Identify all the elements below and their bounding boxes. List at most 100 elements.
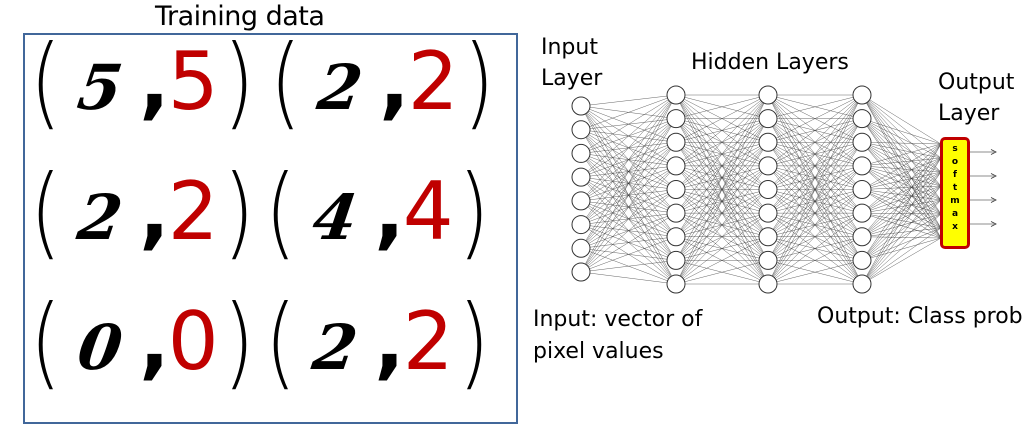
connection: [767, 165, 863, 285]
input-node: [571, 120, 591, 140]
connection-to-softmax: [861, 94, 942, 173]
output-caption: Output: Class prob: [817, 304, 1023, 329]
hidden-node: [852, 109, 872, 129]
connection: [675, 94, 769, 261]
connection-to-softmax: [861, 185, 942, 285]
connection: [767, 94, 863, 119]
connection: [675, 94, 769, 214]
open-paren: (: [265, 153, 297, 270]
connection-to-softmax: [861, 227, 942, 285]
connection: [767, 260, 863, 285]
training-pair: (2,2): [265, 291, 489, 391]
close-paren: ): [458, 283, 490, 400]
connection-to-softmax: [861, 142, 942, 173]
connection: [767, 94, 863, 214]
input-layer-label-line2: Layer: [541, 66, 603, 91]
output-layer-label-line1: Output: [938, 70, 1015, 95]
softmax-letter: s: [952, 144, 958, 154]
connection: [675, 212, 769, 285]
close-paren: ): [223, 153, 255, 270]
connection-to-softmax: [861, 157, 942, 237]
connection-to-softmax: [861, 142, 942, 145]
connection: [580, 94, 677, 249]
input-node: [571, 167, 591, 187]
connection-to-softmax: [861, 213, 942, 285]
digit-label: 5: [167, 35, 219, 128]
connection: [580, 94, 677, 178]
input-node: [571, 143, 591, 163]
connection: [767, 94, 863, 285]
connection-to-softmax: [861, 199, 942, 237]
input-caption-line2: pixel values: [533, 339, 664, 364]
connection: [580, 142, 677, 273]
softmax-letter: m: [950, 196, 960, 206]
connection-to-softmax: [861, 143, 942, 190]
softmax-letter: t: [952, 183, 958, 193]
connection: [580, 94, 677, 154]
hidden-node: [758, 109, 778, 129]
arrow-head-icon: [990, 197, 997, 203]
training-pair: (5,5): [30, 31, 254, 131]
hidden-node: [666, 250, 686, 270]
connection-to-softmax: [861, 143, 942, 214]
connection: [675, 94, 769, 143]
hidden-node: [758, 250, 778, 270]
connection: [675, 94, 769, 190]
connection-to-softmax: [861, 227, 942, 261]
connection: [767, 94, 863, 167]
connection-to-softmax: [861, 171, 942, 261]
connection: [675, 165, 769, 285]
connection-to-softmax: [861, 142, 942, 159]
input-node: [571, 238, 591, 258]
hidden-node: [852, 250, 872, 270]
connection: [580, 94, 677, 225]
open-paren: (: [30, 283, 62, 400]
connection: [675, 189, 769, 285]
training-pair: (2,2): [30, 161, 254, 261]
connection: [580, 94, 677, 130]
connection-to-softmax: [861, 185, 942, 237]
connection: [675, 236, 769, 285]
connection-to-softmax: [861, 171, 942, 190]
connection: [675, 94, 769, 119]
connection-to-softmax: [861, 157, 942, 285]
hidden-node: [666, 85, 686, 105]
training-pair: (2,2): [270, 31, 494, 131]
connection-to-softmax: [861, 143, 942, 167]
hidden-node: [852, 203, 872, 223]
connection: [580, 236, 677, 273]
connection-to-softmax: [861, 143, 942, 285]
training-pair: (4,4): [265, 161, 489, 261]
training-data-title: Training data: [155, 1, 325, 32]
hidden-layers-label: Hidden Layers: [691, 50, 849, 75]
input-node: [571, 191, 591, 211]
input-node: [571, 96, 591, 116]
hidden-node: [852, 227, 872, 247]
softmax-letter: f: [953, 170, 957, 180]
hidden-node: [666, 203, 686, 223]
close-paren: ): [223, 283, 255, 400]
connection: [675, 94, 769, 167]
connection: [767, 94, 863, 190]
arrow-head-icon: [990, 221, 997, 227]
input-node: [571, 215, 591, 235]
arrow-head-icon: [990, 149, 997, 155]
hidden-node: [758, 156, 778, 176]
connection-to-softmax: [861, 143, 942, 237]
hidden-node: [852, 85, 872, 105]
digit-label: 2: [167, 165, 219, 258]
connection-to-softmax: [861, 213, 942, 261]
open-paren: (: [270, 23, 302, 140]
hidden-node: [666, 227, 686, 247]
connection: [580, 94, 677, 107]
input-layer-label-line1: Input: [541, 35, 598, 60]
connection-to-softmax: [861, 157, 942, 261]
hidden-node: [852, 156, 872, 176]
connection: [767, 94, 863, 237]
connection-to-softmax: [861, 94, 942, 145]
connection: [580, 118, 677, 273]
softmax-letter: x: [952, 222, 958, 232]
hidden-node: [758, 227, 778, 247]
input-node: [571, 262, 591, 282]
